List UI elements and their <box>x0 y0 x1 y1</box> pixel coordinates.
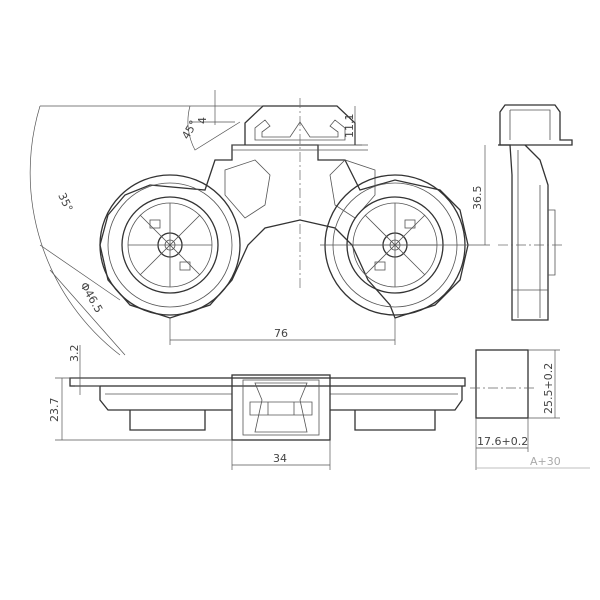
dim-center-height: 36.5 <box>471 186 484 211</box>
mounting-cutout: 25.5+0.2 17.6+0.2 A+30 <box>470 349 590 470</box>
dim-cutout-width: 17.6+0.2 <box>477 435 528 448</box>
dim-front-height: 23.7 <box>48 398 61 423</box>
dim-wheel-spacing: 76 <box>274 327 288 340</box>
dim-clip-width: 34 <box>273 452 287 465</box>
dim-wheel-diameter: Φ46.5 <box>77 280 105 315</box>
dim-clip-offset: 4 <box>196 117 209 124</box>
dim-cutout-height: 25.5+0.2 <box>542 363 555 414</box>
side-view <box>498 104 573 321</box>
dim-front-offset: 3.2 <box>68 345 81 363</box>
dim-clip-height: 11.1 <box>343 114 356 139</box>
dim-angle-side: 35° <box>55 191 75 214</box>
front-view: 3.2 23.7 34 <box>48 345 466 470</box>
top-view: 4 45° 11.1 36.5 35° Φ46.5 76 <box>29 90 490 356</box>
dim-cutout-clearance: A+30 <box>530 455 561 468</box>
left-wheel <box>99 174 241 316</box>
